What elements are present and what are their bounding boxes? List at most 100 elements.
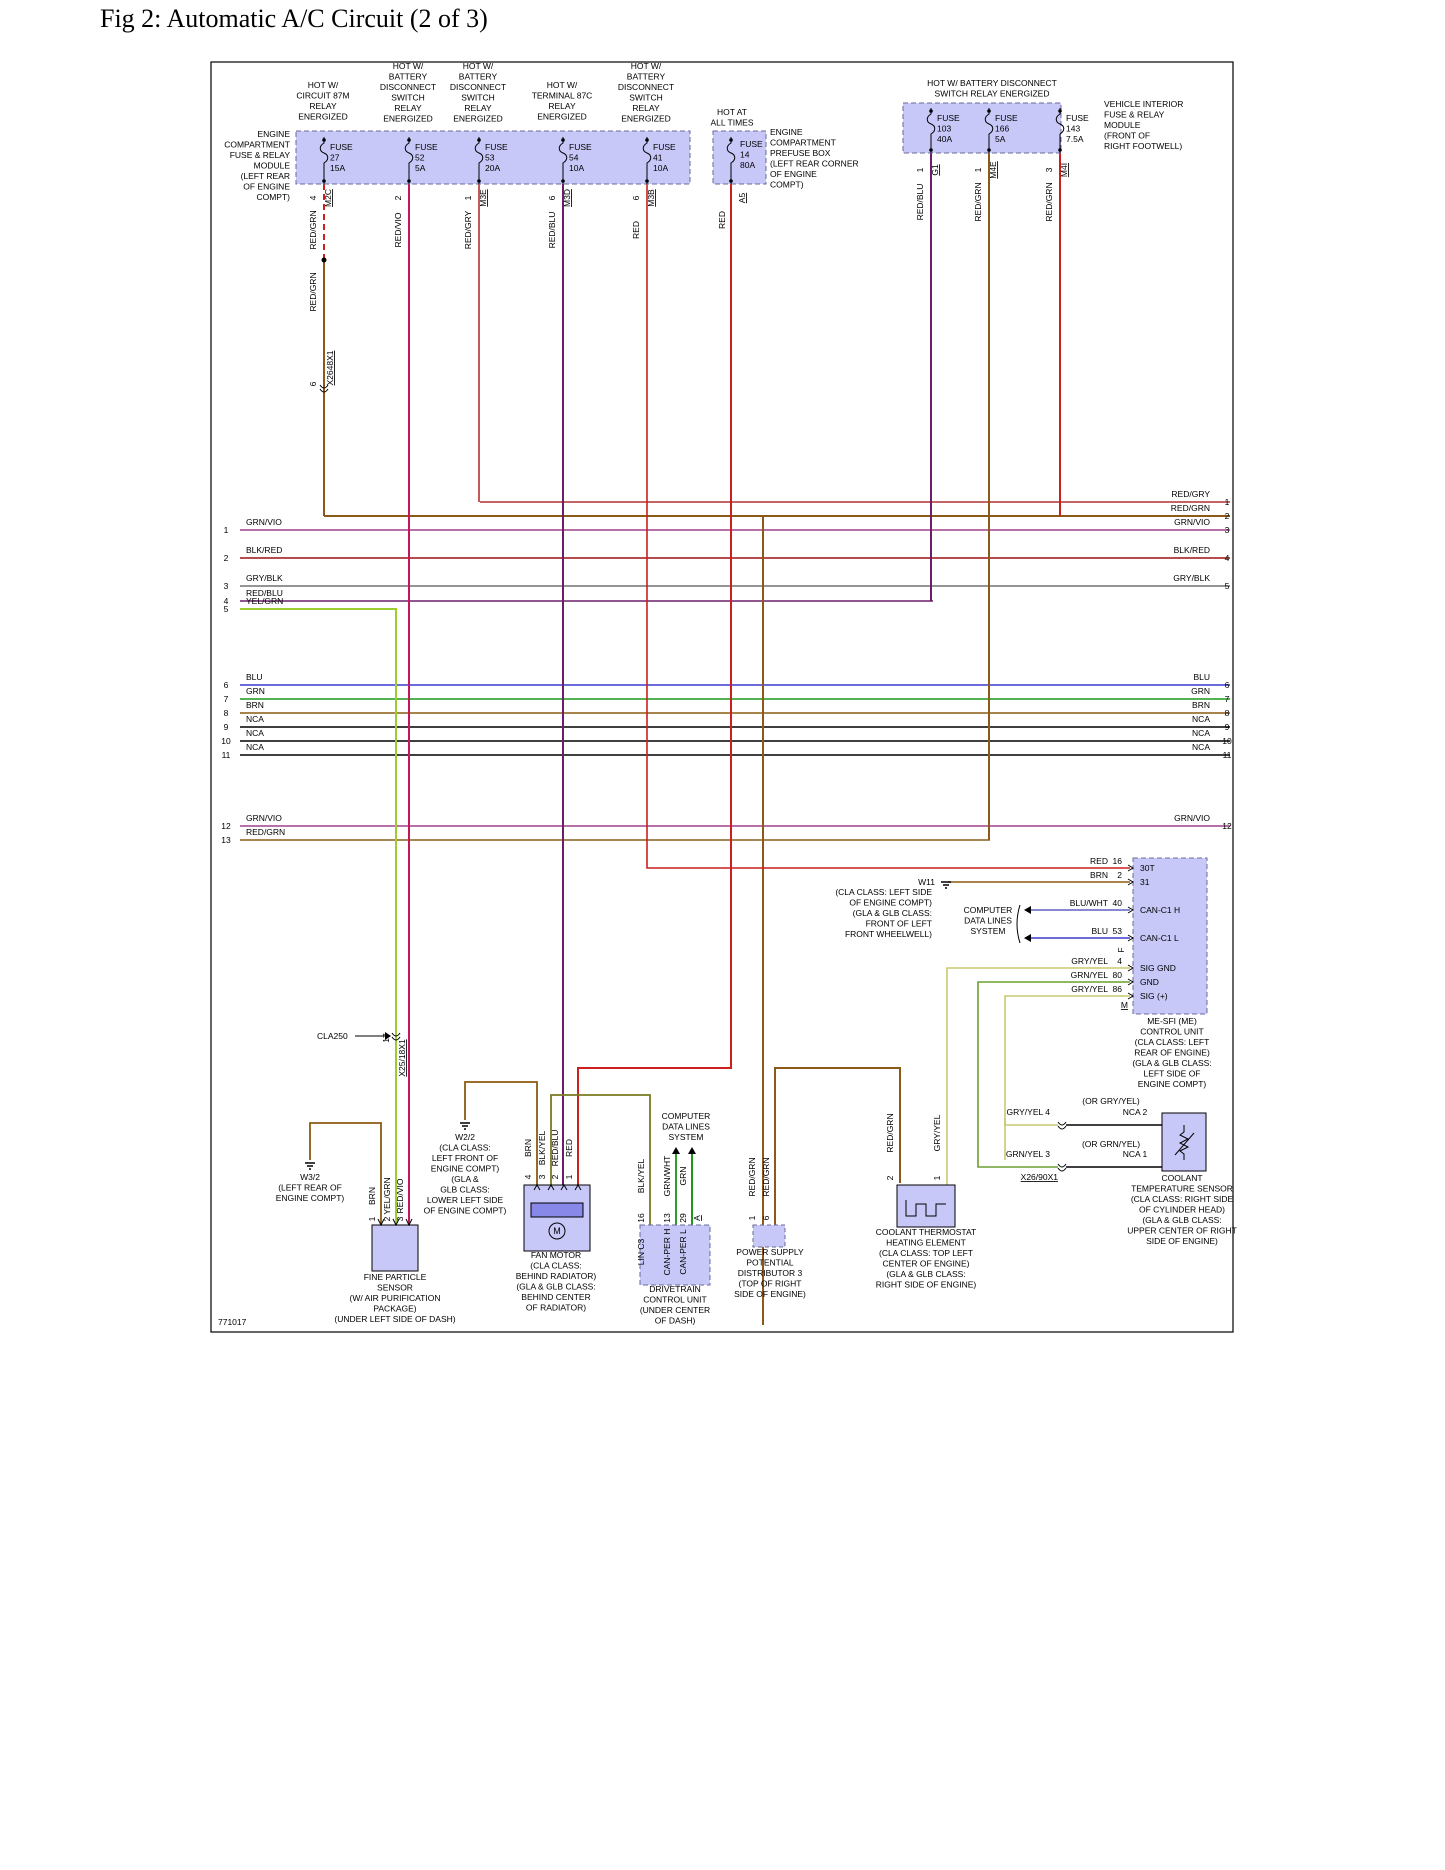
bus-line-number: 4 — [1225, 553, 1230, 563]
coolant-sensor-name: (CLA CLASS: RIGHT SIDE — [1131, 1194, 1234, 1204]
bus-line-wire-color: RED/GRN — [246, 827, 285, 837]
ecu-pin-number: 86 — [1113, 984, 1123, 994]
bus-line-wire-color: BRN — [1192, 700, 1210, 710]
connector-x2648 — [319, 384, 329, 389]
connector-sensor — [1057, 1163, 1067, 1168]
connector-sensor — [1057, 1167, 1067, 1172]
fuse-hot-condition: HOT W/ — [393, 61, 424, 71]
particle-sensor-name: FINE PARTICLE — [364, 1272, 427, 1282]
interior-fuse-module-name: FUSE & RELAY — [1104, 110, 1165, 120]
fuse-4 — [642, 137, 652, 184]
fuse-hot-condition: SWITCH — [629, 93, 663, 103]
fuse-hot-condition: ENERGIZED — [537, 112, 587, 122]
ground-w32-label: (LEFT REAR OF — [278, 1183, 342, 1193]
psu-pin: 6 — [761, 1215, 771, 1220]
particle-sensor-name: (W/ AIR PURIFICATION — [350, 1293, 441, 1303]
bus-line-number: 6 — [1225, 680, 1230, 690]
fuse-connector: M3D — [562, 189, 572, 207]
prefuse-box-name: COMPT) — [770, 180, 804, 190]
component-layer — [295, 102, 1208, 1286]
arrow-right-icon — [385, 1032, 391, 1040]
fuse-terminal — [929, 109, 933, 113]
fuse-hot-condition: HOT W/ — [631, 61, 662, 71]
interior-fuse-0 — [926, 108, 936, 153]
cla250-label: CLA250 — [317, 1031, 348, 1041]
connector-sensor — [1057, 1125, 1067, 1130]
fuse-terminal — [645, 138, 649, 142]
thermostat-name: RIGHT SIDE OF ENGINE) — [876, 1280, 977, 1290]
fuse-label: FUSE — [415, 142, 438, 152]
thermostat-pin: 2 — [885, 1175, 895, 1180]
ecu-pin-wire: BLU — [1091, 926, 1108, 936]
fan-pin-number: 1 — [564, 1174, 574, 1179]
bus-line-wire-color: GRN/VIO — [1174, 813, 1210, 823]
interior-fuse-label: FUSE — [995, 113, 1018, 123]
ecu-data-lines: COMPUTER — [964, 905, 1013, 915]
prefuse-hot-condition: HOT AT — [717, 107, 747, 117]
motor-symbol: M — [553, 1226, 561, 1236]
coolant-sensor-name: COOLANT — [1161, 1173, 1202, 1183]
fuse-label: FUSE — [330, 142, 353, 152]
drivetrain-pin-label: LIN C3 — [636, 1239, 646, 1266]
ecu-pin-label: 31 — [1140, 877, 1150, 887]
bus-line-wire-color: GRN — [1191, 686, 1210, 696]
fan-pin-wire: BLK/YEL — [537, 1130, 547, 1165]
fuse-hot-condition: CIRCUIT 87M — [296, 91, 349, 101]
interior-fuse-pin: 1 — [915, 167, 925, 172]
bus-line-number: 7 — [224, 694, 229, 704]
ecu-pin-wire: GRN/YEL — [1071, 970, 1109, 980]
bus-line-number: 13 — [221, 835, 231, 845]
fan-motor-element — [530, 1202, 584, 1218]
bus-line-wire-color: GRY/BLK — [246, 573, 283, 583]
prefuse-hot-condition: ALL TIMES — [711, 118, 754, 128]
bus-line-number: 9 — [1225, 722, 1230, 732]
engine-fuse-module-name: FUSE & RELAY — [230, 150, 291, 160]
bus-line-wire-color: GRN — [246, 686, 265, 696]
ecu-pin-label: CAN-C1 H — [1140, 905, 1180, 915]
bus-line-number: 5 — [224, 604, 229, 614]
ground-w22-label: OF ENGINE COMPT) — [424, 1206, 507, 1216]
power-supply-name: DISTRIBUTOR 3 — [738, 1268, 803, 1278]
ground-w11-desc: (GLA & GLB CLASS: — [853, 908, 932, 918]
heating-element-icon — [905, 1200, 946, 1217]
drivetrain-pin-number: 13 — [662, 1213, 672, 1223]
power-supply-name: (TOP OF RIGHT — [739, 1279, 802, 1289]
ecu-pin-label: 30T — [1140, 863, 1155, 873]
drivetrain-name: DRIVETRAIN — [649, 1284, 700, 1294]
fuse-hot-condition: BATTERY — [459, 72, 498, 82]
fuse-3 — [558, 137, 568, 184]
interior-fuse-2 — [1055, 108, 1065, 153]
fuse-wire-color: RED/GRN — [308, 210, 318, 249]
connector-sensor — [1057, 1121, 1067, 1126]
prefuse-symbol — [726, 137, 736, 184]
ground-w32-label: W3/2 — [300, 1172, 320, 1182]
sensor-pin-nca: NCA 1 — [1123, 1149, 1148, 1159]
ecu-pin-number: 40 — [1113, 898, 1123, 908]
fuse-connector: M2C — [323, 189, 333, 207]
bus-line-wire-color: GRN/VIO — [246, 517, 282, 527]
interior-fuse-wire-color: RED/BLU — [915, 184, 925, 221]
ecu-pin-wire: BLU/WHT — [1070, 898, 1108, 908]
connector-pin-number: 6 — [308, 381, 318, 386]
bus-line-wire-color: NCA — [246, 728, 264, 738]
fuse-wire-color: RED/VIO — [393, 212, 403, 247]
ecu-pin-label: CAN-C1 L — [1140, 933, 1179, 943]
coolant-sensor-name: SIDE OF ENGINE) — [1146, 1236, 1218, 1246]
fuse-terminal — [987, 109, 991, 113]
fuse-terminal — [987, 148, 991, 152]
prefuse-box-name: OF ENGINE — [770, 169, 817, 179]
wire-red-prefuse — [577, 184, 732, 1185]
interior-fuse-label: FUSE — [937, 113, 960, 123]
fuse-label: 27 — [330, 153, 340, 163]
bus-line-number: 9 — [224, 722, 229, 732]
prefuse-label: 14 — [740, 150, 750, 160]
wire-grn-yel — [977, 981, 1130, 1168]
fuse-label: 41 — [653, 153, 663, 163]
drivetrain-connector: A — [692, 1215, 702, 1221]
bus-line-number: 5 — [1225, 581, 1230, 591]
ecu-name: (CLA CLASS: LEFT — [1135, 1037, 1210, 1047]
fuse-label: 5A — [415, 163, 426, 173]
fan-motor-name: OF RADIATOR) — [526, 1303, 586, 1313]
fan-motor-name: (GLA & GLB CLASS: — [516, 1282, 595, 1292]
ecu-pin-label: SIG (+) — [1140, 991, 1168, 1001]
